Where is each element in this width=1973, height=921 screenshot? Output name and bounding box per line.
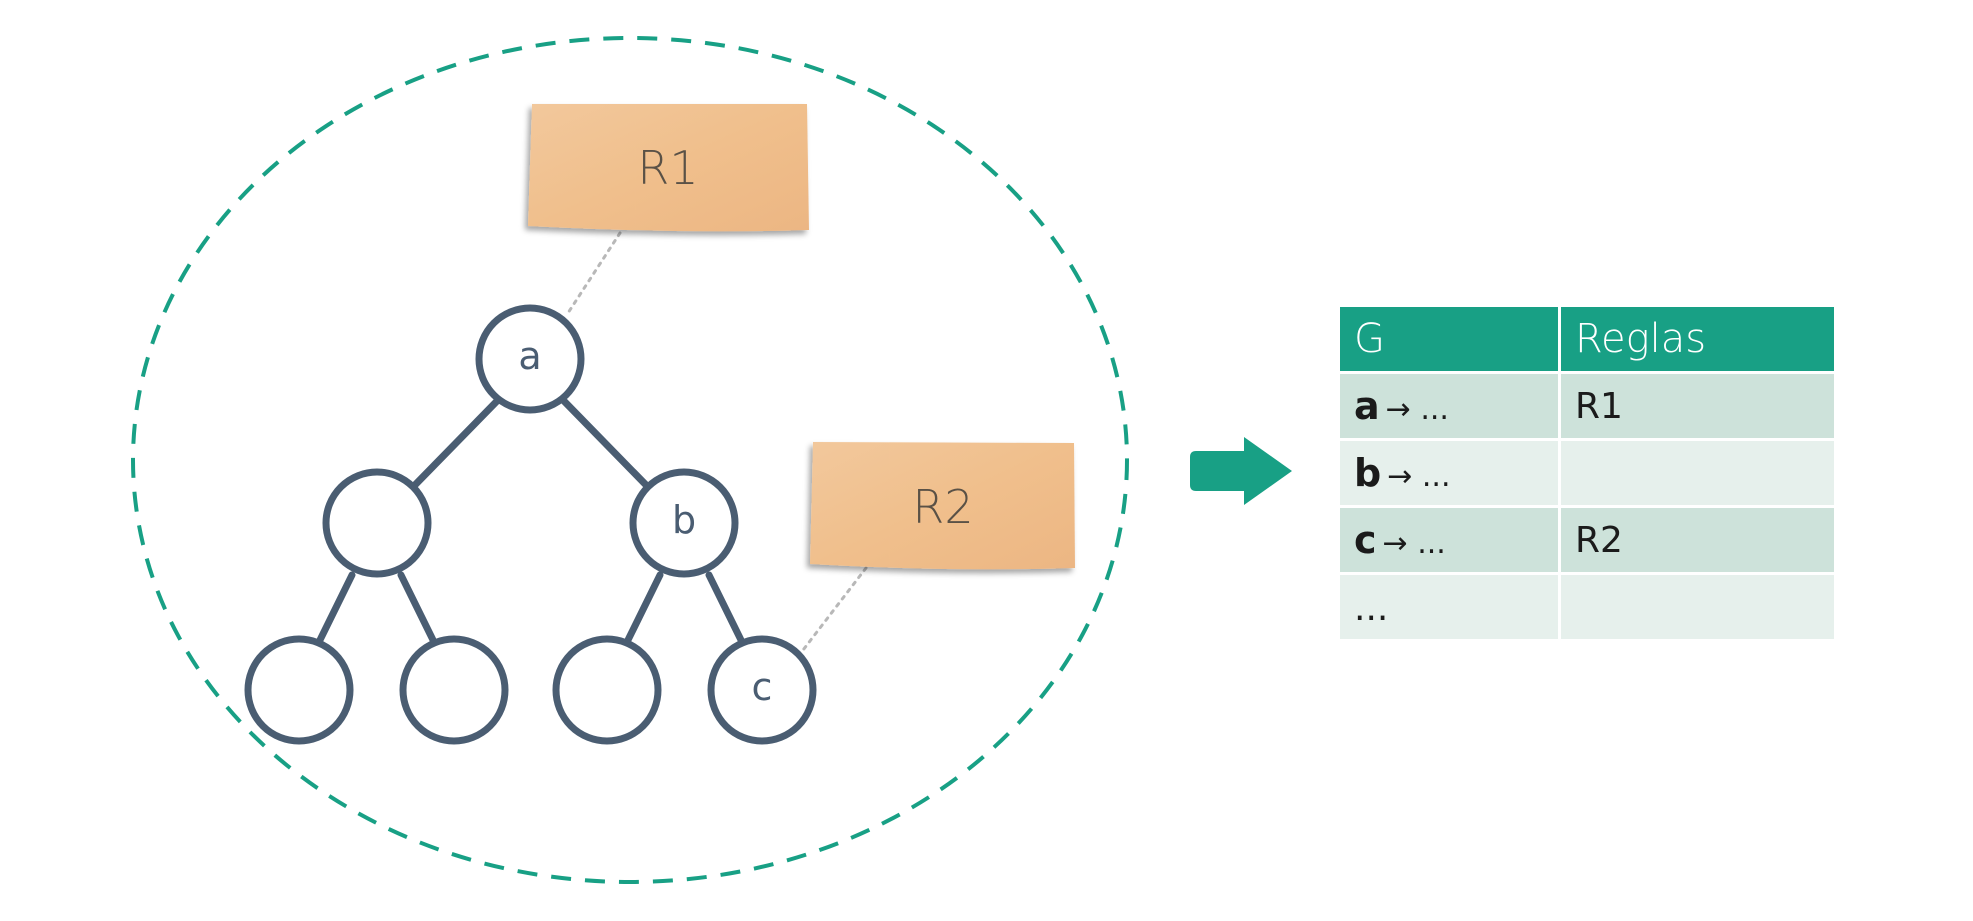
tree-edges bbox=[316, 396, 745, 644]
note-r1-connector bbox=[566, 231, 622, 315]
row-mapping: → ... bbox=[1382, 526, 1446, 561]
row-rule-cell: R1 bbox=[1558, 371, 1837, 441]
node-label-c: c bbox=[752, 665, 773, 709]
row-g-cell: ... bbox=[1337, 572, 1561, 642]
row-rule-cell bbox=[1558, 438, 1837, 508]
edge-left-leftright bbox=[397, 571, 437, 644]
row-g-cell: c→ ... bbox=[1337, 505, 1561, 575]
tree-node-right-right: c bbox=[707, 635, 817, 745]
row-rule-cell bbox=[1558, 572, 1837, 642]
row-mapping: ... bbox=[1354, 588, 1389, 629]
node-label-a: a bbox=[518, 334, 541, 378]
table-header-row: G Reglas bbox=[1337, 304, 1837, 374]
right-arrow-icon bbox=[1190, 437, 1292, 505]
row-g-cell: b→ ... bbox=[1337, 438, 1561, 508]
row-rule-cell: R2 bbox=[1558, 505, 1837, 575]
dashed-boundary bbox=[131, 36, 1129, 884]
sticky-note-r1 bbox=[528, 104, 809, 232]
rules-table: G Reglas a→ ... R1 b→ ... c→ ... R2 ... bbox=[1337, 304, 1837, 642]
edge-root-left bbox=[409, 396, 502, 491]
node-label-b: b bbox=[672, 498, 696, 542]
row-var: c bbox=[1354, 518, 1377, 562]
tree-node-right: b bbox=[629, 468, 739, 578]
table-row: a→ ... R1 bbox=[1337, 371, 1837, 441]
sticky-note-r1-label: R1 bbox=[637, 141, 698, 195]
row-var: a bbox=[1354, 384, 1380, 428]
header-reglas: Reglas bbox=[1558, 304, 1837, 374]
edge-right-rightleft bbox=[624, 571, 664, 644]
tree-node-right-left bbox=[552, 635, 662, 745]
edge-left-leftleft bbox=[316, 571, 356, 644]
tree-node-left-left bbox=[244, 635, 354, 745]
row-var: b bbox=[1354, 451, 1382, 495]
table-row: ... bbox=[1337, 572, 1837, 642]
row-mapping: → ... bbox=[1385, 392, 1449, 427]
header-g: G bbox=[1337, 304, 1561, 374]
edge-root-right bbox=[559, 396, 652, 491]
table-row: b→ ... bbox=[1337, 438, 1837, 508]
edge-right-rightright bbox=[705, 571, 745, 644]
tree-node-left bbox=[322, 468, 432, 578]
row-g-cell: a→ ... bbox=[1337, 371, 1561, 441]
tree-node-left-right bbox=[399, 635, 509, 745]
table-row: c→ ... R2 bbox=[1337, 505, 1837, 575]
note-r2-connector bbox=[798, 566, 868, 656]
row-mapping: → ... bbox=[1387, 459, 1451, 494]
sticky-note-r2 bbox=[810, 442, 1075, 570]
sticky-note-r2-label: R2 bbox=[912, 480, 973, 534]
tree-node-root: a bbox=[475, 304, 585, 414]
